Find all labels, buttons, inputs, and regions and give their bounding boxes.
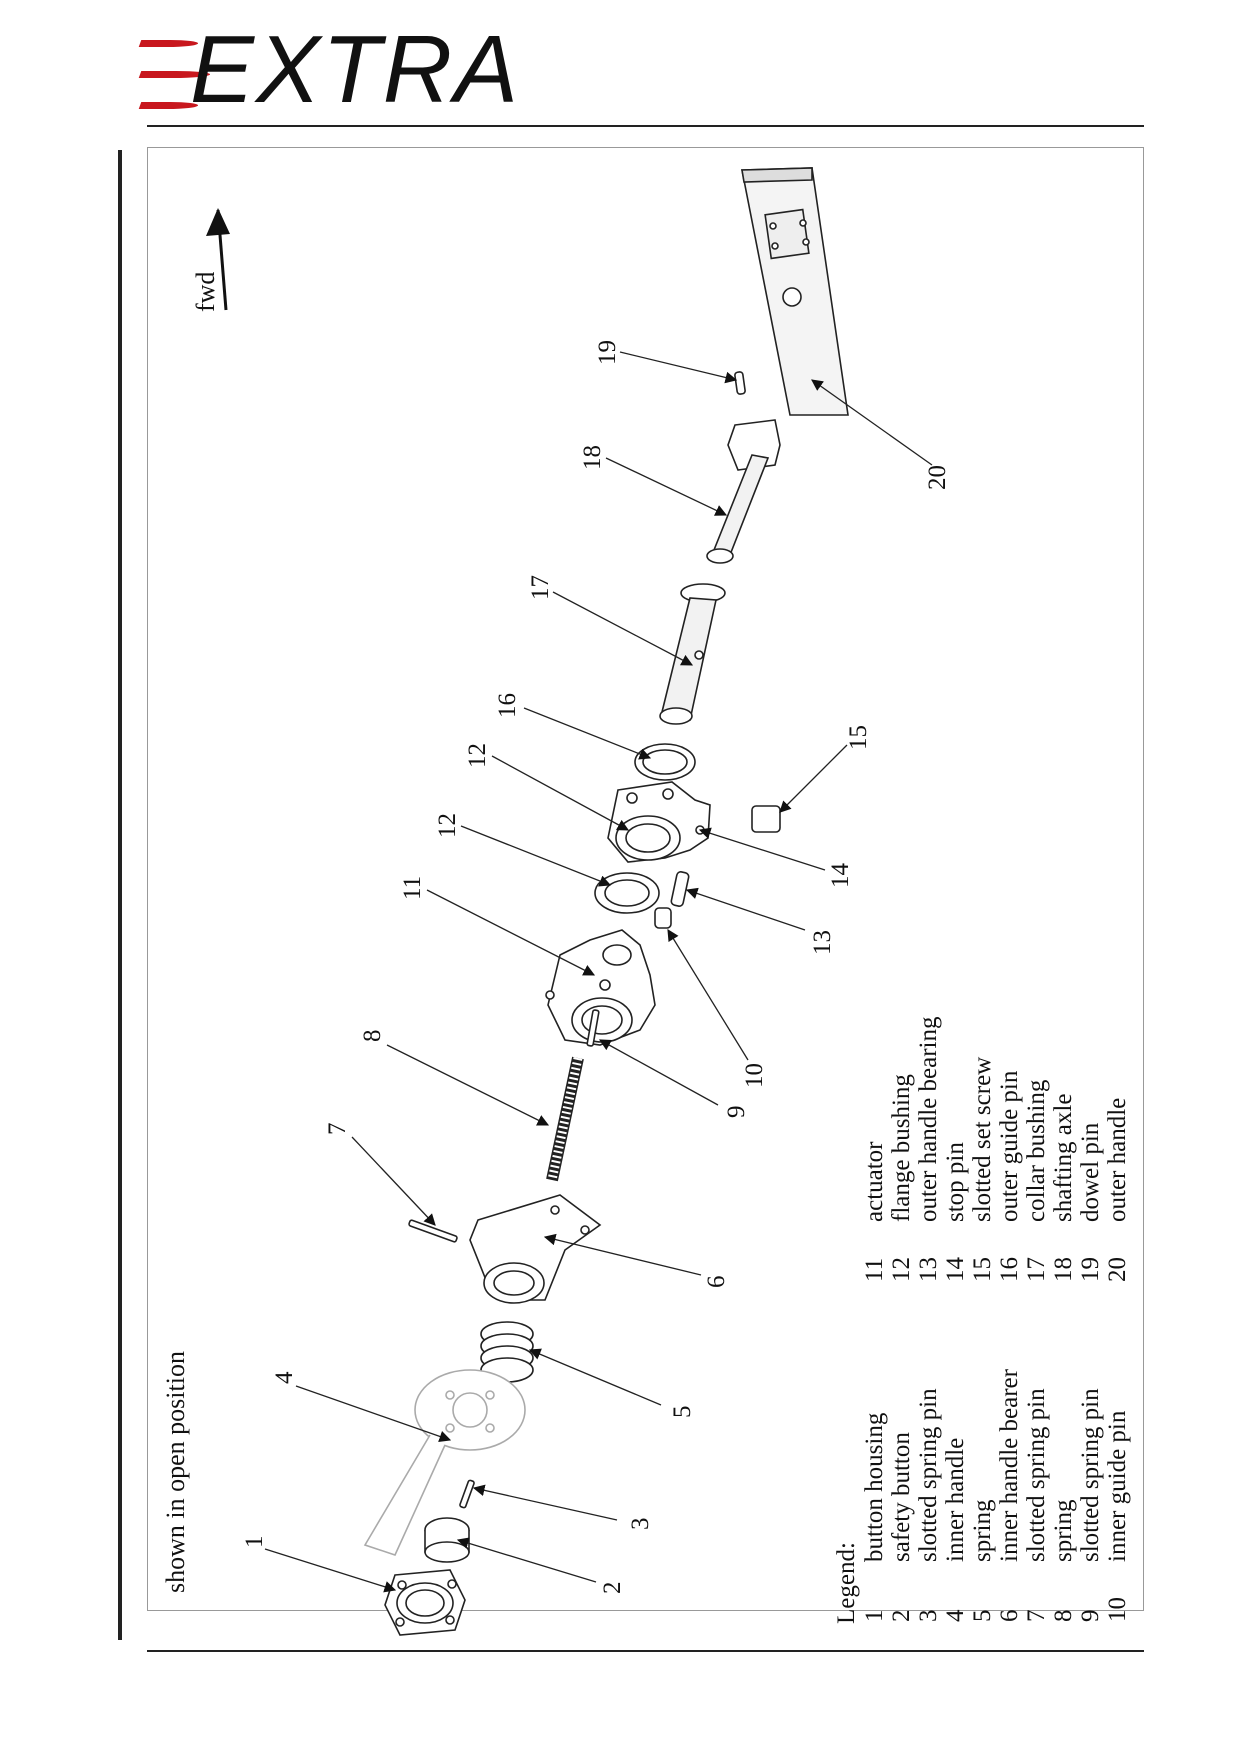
callout-1: 1 [241,1536,268,1549]
callout-15: 14 [827,863,854,889]
part-slotted-spring-pin-9 [586,1009,600,1047]
legend-item-18: 18shafting axle [1050,1093,1077,1282]
callout-18: 18 [579,445,606,470]
part-shafting-axle [706,419,781,564]
part-inner-handle-bearer [469,1194,602,1304]
part-flange-bushing-lower [594,872,660,914]
legend-item-11: 11actuator [861,1141,888,1282]
legend-item-17: 17collar bushing [1023,1079,1050,1282]
part-safety-button [424,1517,470,1563]
leader-7 [351,1136,436,1226]
part-spring-8 [546,1056,584,1182]
part-inner-guide-pin [654,907,672,929]
legend-item-14: 14stop pin [942,1142,969,1282]
leader-5 [528,1348,662,1406]
callout-6: 6 [703,1276,730,1289]
part-dowel-pin [734,371,746,395]
legend-title: Legend: [833,1542,860,1624]
logo-text: EXTRA [190,16,521,123]
leader-1 [264,1548,397,1593]
position-note: shown in open position [161,1351,190,1593]
legend-item-1: 1button housing [861,1412,888,1622]
part-button-housing [384,1569,466,1636]
legend-item-16: 16outer guide pin [996,1070,1023,1282]
leader-17 [552,591,694,666]
part-outer-guide-pin [751,805,781,833]
legend-item-2: 2safety button [888,1432,915,1622]
leader-13 [491,755,630,831]
callout-5: 5 [669,1406,696,1419]
legend-item-6: 6inner handle bearer [996,1369,1023,1622]
leader-3 [472,1484,618,1521]
left-margin-bar [118,150,122,1640]
leader-16 [779,744,848,813]
forward-arrowhead [206,208,230,236]
callout-9: 9 [723,1106,750,1119]
leader-4 [295,1385,452,1443]
footer-rule [147,1650,1144,1652]
leader-18 [605,457,728,516]
legend-item-20: 20outer handle [1104,1097,1131,1282]
legend-item-19: 19dowel pin [1077,1122,1104,1282]
leader-15 [698,827,826,871]
callout-19: 19 [594,340,621,365]
diagram-frame [147,147,1144,1611]
leader-12b [523,707,652,760]
legend-item-4: 4inner handle [942,1437,969,1622]
leader-19 [619,351,738,384]
part-stop-pin [670,871,690,907]
callout-11: 11 [399,876,426,900]
leader-2 [456,1537,597,1583]
part-slotted-spring-pin-3 [459,1479,475,1509]
leader-8 [386,1044,550,1126]
callout-14: 13 [809,930,836,955]
part-outer-handle [741,167,849,416]
leader-6 [543,1233,702,1276]
leader-20 [811,379,933,466]
legend-item-10: 10inner guide pin [1104,1410,1131,1622]
legend-item-12: 12flange bushing [888,1074,915,1282]
leader-9 [598,1039,719,1106]
legend-item-15: 15slotted set screw [969,1056,996,1282]
header-rule [147,125,1144,127]
callout-12a: 12 [434,813,461,838]
callout-20: 20 [924,465,951,490]
leader-12a [460,825,612,887]
legend-item-7: 7slotted spring pin [1023,1388,1050,1622]
legend-item-13: 13outer handle bearing [915,1016,942,1282]
part-outer-handle-bearing [607,781,711,863]
legend-item-3: 3slotted spring pin [915,1388,942,1622]
fwd-label: fwd [191,271,220,312]
legend-item-9: 9slotted spring pin [1077,1388,1104,1622]
callout-3: 3 [627,1518,654,1531]
callout-4: 4 [271,1371,298,1384]
callout-13: 12 [464,743,491,768]
leader-10 [667,929,749,1061]
callout-10: 10 [741,1063,768,1088]
part-slotted-spring-pin-7 [408,1219,458,1243]
leader-14 [685,887,806,931]
callout-16: 15 [845,725,872,750]
leader-11 [426,889,596,976]
brand-logo: EXTRA [138,22,518,118]
callout-17: 17 [527,575,554,600]
callout-2: 2 [599,1582,626,1595]
callout-8: 8 [359,1030,386,1043]
legend-item-5: 5spring [969,1499,996,1623]
part-flange-bushing-upper [634,743,696,781]
part-inner-handle [363,1369,526,1556]
part-actuator [545,929,656,1046]
callout-12b: 16 [494,693,521,718]
legend-item-8: 8spring [1050,1499,1077,1623]
callout-7: 7 [324,1123,351,1136]
